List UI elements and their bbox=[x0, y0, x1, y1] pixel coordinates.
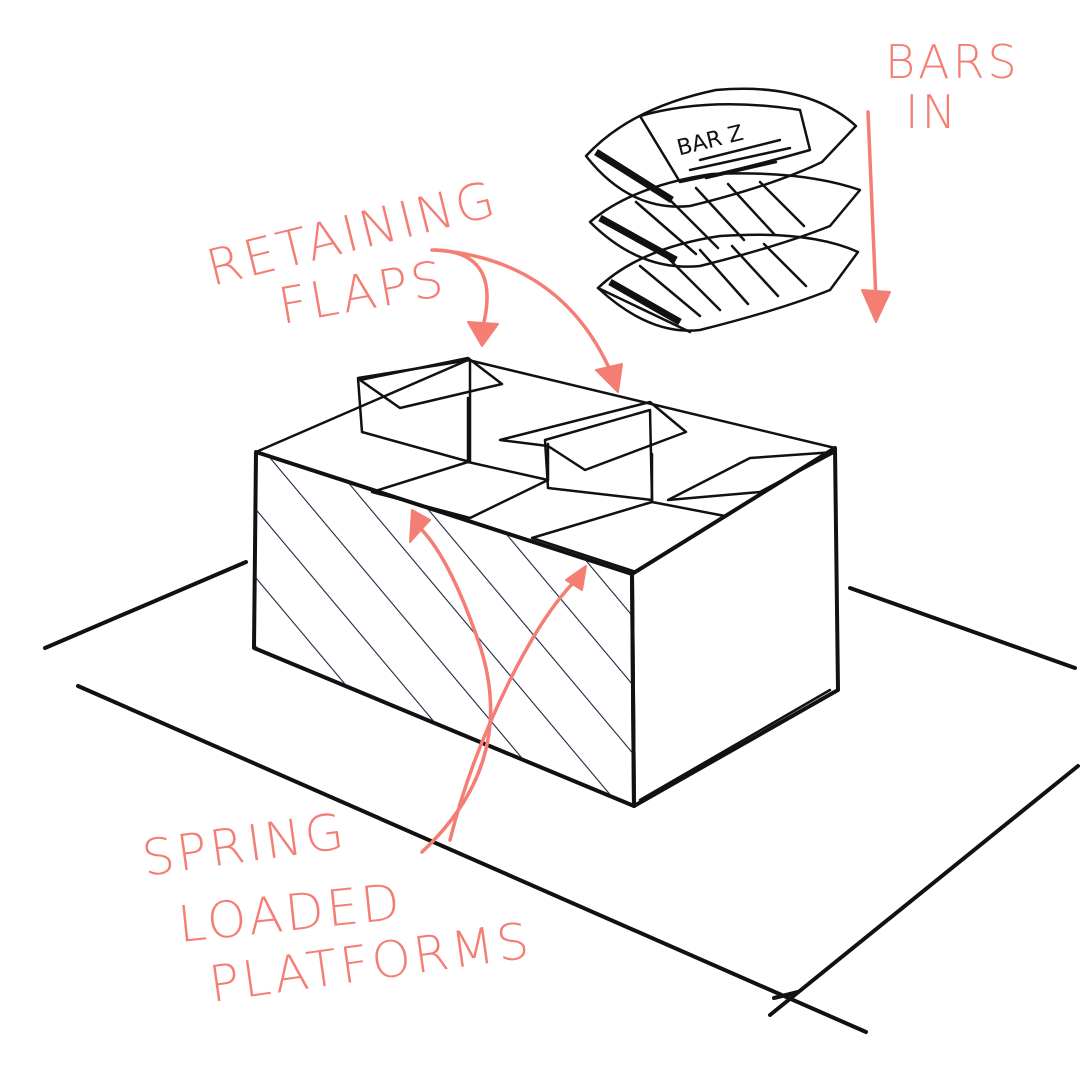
floor-lines bbox=[43, 560, 1080, 1034]
arrowhead-platform-right bbox=[565, 565, 587, 591]
label-bars: BARS bbox=[885, 35, 1020, 89]
retaining-flap-middle bbox=[498, 400, 688, 472]
arrowhead-flap-left bbox=[467, 321, 499, 347]
arrowhead-platform-left bbox=[409, 509, 431, 543]
dispenser-box bbox=[252, 356, 840, 808]
arrow-bars-in bbox=[866, 110, 878, 302]
bar-package-bottom bbox=[596, 233, 860, 334]
arrow-flap-middle bbox=[434, 248, 612, 372]
bar-package-middle bbox=[588, 172, 862, 268]
annotation-bars-in: BARS IN bbox=[861, 35, 1020, 323]
bar-stack: BAR Z bbox=[584, 87, 862, 334]
arrow-platform-left bbox=[420, 528, 493, 854]
bar-brand-text: BAR Z bbox=[675, 121, 747, 162]
retaining-flap-left bbox=[358, 356, 504, 410]
arrowhead-bars-in bbox=[861, 289, 891, 323]
bar-package-top: BAR Z bbox=[584, 87, 858, 208]
label-in: IN bbox=[905, 85, 959, 139]
annotation-retaining-flaps: RETAINING FLAPS bbox=[201, 169, 623, 393]
arrow-platform-right bbox=[448, 576, 580, 842]
box-side-face bbox=[630, 446, 840, 808]
retaining-flap-right bbox=[666, 450, 837, 502]
arrowhead-flap-middle bbox=[595, 363, 623, 393]
label-spring: SPRING bbox=[139, 802, 351, 888]
slot-right bbox=[530, 500, 727, 574]
